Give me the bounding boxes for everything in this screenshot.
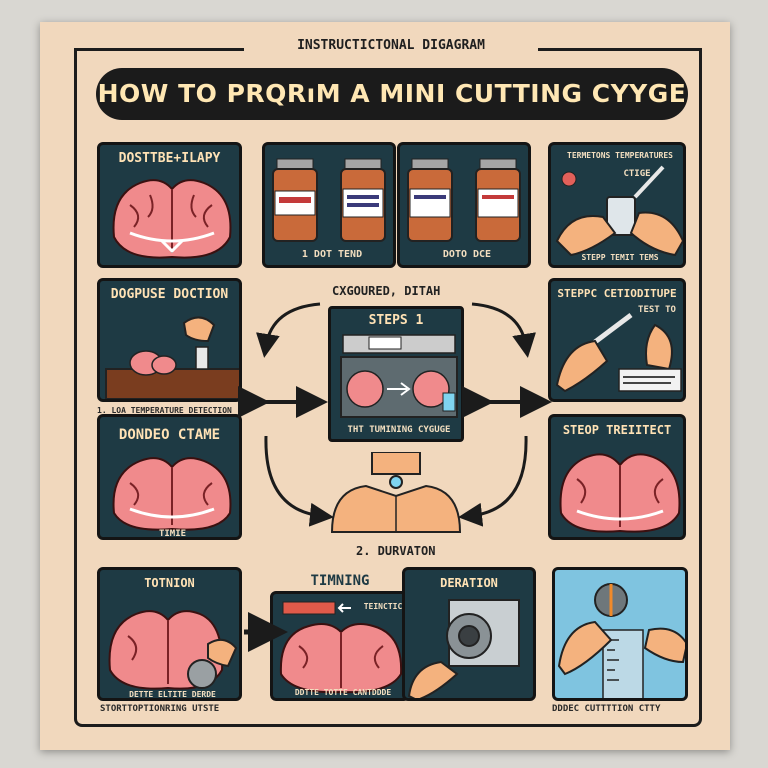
panel-title: DONDEO CTAME [118, 427, 221, 443]
panel-title: STEOP TREIITECT [562, 423, 672, 437]
brain-illustration [112, 179, 232, 259]
panel-caption: DOTO DCE [442, 249, 492, 260]
panel-caption: 1 DOT TEND [301, 249, 363, 260]
panel-bottom-2-inner: TEINCTIC DDTTE TOTTE CANTDDDE [270, 591, 410, 701]
brain-illustration [279, 601, 403, 694]
test-illustration [555, 313, 682, 393]
panel-caption: 1. LOA TEMPERATURE DETECTION [97, 406, 232, 415]
panel-bottom-2: TIMNING TEINCTIC DDTTE TOTTE CANTDDDE [270, 567, 410, 701]
footer-caption: STORTTOPTIONRING UTSTE [100, 704, 220, 714]
footer-caption: DDDEC CUTTTTION CTTY [552, 704, 661, 714]
panel-caption: DETTE ELTITE DERDE [129, 690, 216, 699]
dial-illustration [407, 599, 520, 698]
panel-title: TIMNING [310, 573, 370, 589]
panel-bottom-3: DERATION [402, 567, 536, 701]
title-banner: HOW TO PRQRıM A MINI CUTTING CYYGE [96, 68, 688, 120]
poster: INSTRUCTICTONAL DIGAGRAM HOW TO PRQRıM A… [40, 22, 730, 750]
brain-tool-illustration [108, 610, 238, 690]
panel-caption: TIMIE [158, 529, 187, 539]
poster-frame [74, 48, 702, 727]
panel-title: TOTNION [144, 576, 195, 590]
panel-title: DERATION [440, 576, 498, 590]
poster-title: HOW TO PRQRıM A MINI CUTTING CYYGE [97, 79, 687, 108]
panel-top-right: TERMETONS TEMPERATURES CTIGE STEPP TEMIT… [548, 142, 686, 268]
panel-top-mid-b: DOTO DCE [397, 142, 531, 268]
figure-illustration [330, 452, 462, 533]
center-label: 2. DURVATON [356, 544, 436, 558]
frame-line [538, 48, 699, 51]
panel-mid-right: STEPPC CETIODITUPE TEST TO [548, 278, 686, 402]
panel-bottom-4 [552, 567, 688, 701]
panel-center: STEPS 1 THT TUMINING CYGUGE [328, 306, 464, 442]
center-label: CXGOURED, DITAH [332, 284, 441, 298]
panel-top-mid-a: 1 DOT TEND [262, 142, 396, 268]
panel-top-left: DOSTTBE+ILAPY [97, 142, 242, 268]
tray-illustration [105, 316, 239, 399]
panel-mid-left: DOGPUSE DOCTION [97, 278, 242, 402]
panel-label: TEST TO [638, 305, 676, 315]
panel-label: TEINCTIC [363, 602, 403, 611]
panel-caption: THT TUMINING CYGUGE [347, 425, 451, 435]
panel-title: STEPPC CETIODITUPE [557, 287, 677, 300]
brain-illustration [559, 453, 681, 533]
panel-title: STEPS 1 [368, 313, 424, 328]
panel-title: DOSTTBE+ILAPY [118, 151, 221, 166]
flow-arrows [238, 302, 552, 652]
panel-caption: DDTTE TOTTE CANTDDDE [294, 688, 392, 697]
panel-row3-right: STEOP TREIITECT [548, 414, 686, 540]
poster-subtitle: INSTRUCTICTONAL DIGAGRAM [297, 38, 485, 53]
measure-illustration [557, 583, 685, 698]
frame-line [74, 48, 244, 51]
jars-illustration [407, 158, 521, 242]
panel-label: TERMETONS TEMPERATURES [567, 151, 673, 160]
brain-illustration [112, 457, 232, 531]
panel-row3-left: DONDEO CTAME TIMIE [97, 414, 242, 540]
panel-caption: STEPP TEMIT TEMS [581, 253, 659, 262]
machine-illustration [340, 334, 458, 418]
panel-title: DOGPUSE DOCTION [110, 287, 229, 302]
jars-illustration [272, 158, 386, 242]
hands-device-illustration [555, 165, 683, 257]
panel-bottom-1: TOTNION DETTE ELTITE DERDE [97, 567, 242, 701]
panel-label: CTIGE [623, 169, 651, 179]
